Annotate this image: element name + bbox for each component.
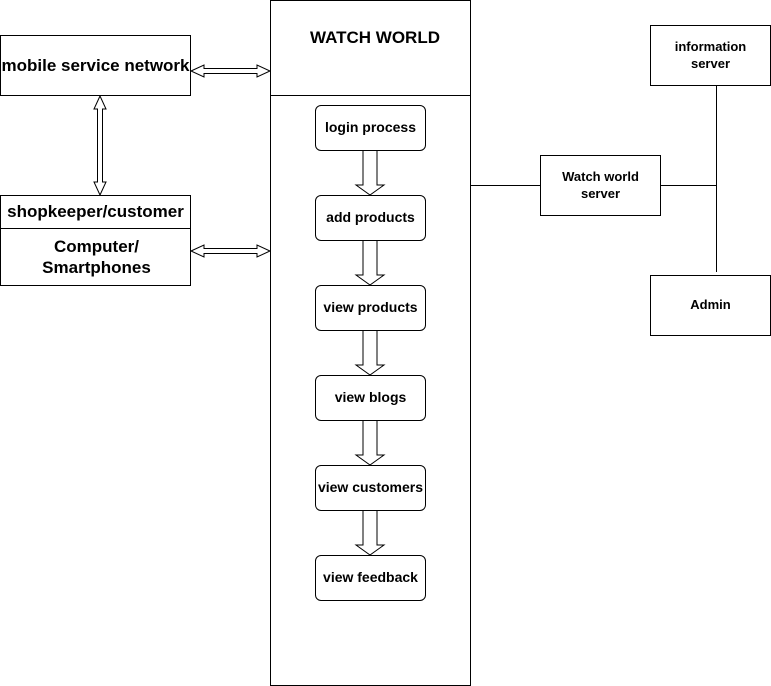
watch-world-server-label: Watch world server — [562, 169, 639, 201]
step-view-blogs: view blogs — [315, 375, 426, 421]
step-add-products: add products — [315, 195, 426, 241]
double-arrow-mobile-to-main — [189, 64, 272, 78]
step-view-feedback: view feedback — [315, 555, 426, 601]
double-arrow-client-to-main — [189, 244, 272, 258]
main-title-label: WATCH WORLD — [310, 28, 440, 48]
step-view-customers: view customers — [315, 465, 426, 511]
admin-label: Admin — [690, 297, 731, 313]
flow-arrow-3 — [354, 329, 386, 376]
step-login-process: login process — [315, 105, 426, 151]
client-body: Computer/ Smartphones — [19, 229, 174, 285]
double-arrow-mobile-to-client — [93, 94, 107, 197]
flow-arrow-5 — [354, 509, 386, 556]
flow-arrow-1 — [354, 149, 386, 196]
admin-box: Admin — [650, 275, 771, 336]
client-header-label: shopkeeper/customer — [7, 202, 184, 222]
flow-arrow-4 — [354, 419, 386, 466]
step-label: view products — [323, 299, 418, 316]
step-label: view customers — [317, 479, 424, 496]
mobile-service-network-label: mobile service network — [1, 55, 190, 75]
main-title: WATCH WORLD — [271, 22, 479, 54]
step-view-products: view products — [315, 285, 426, 331]
client-body-label: Computer/ Smartphones — [42, 236, 151, 277]
step-label: add products — [326, 209, 415, 226]
client-box: shopkeeper/customer Computer/ Smartphone… — [0, 195, 191, 286]
information-server-label: information server — [674, 39, 747, 71]
mobile-service-network-box: mobile service network — [0, 35, 191, 96]
flow-arrow-2 — [354, 239, 386, 286]
step-label: view feedback — [323, 569, 418, 586]
client-header: shopkeeper/customer — [1, 196, 190, 229]
step-label: view blogs — [334, 389, 407, 406]
step-label: login process — [324, 119, 417, 136]
information-server-box: information server — [650, 25, 771, 86]
watch-world-server-box: Watch world server — [540, 155, 661, 216]
